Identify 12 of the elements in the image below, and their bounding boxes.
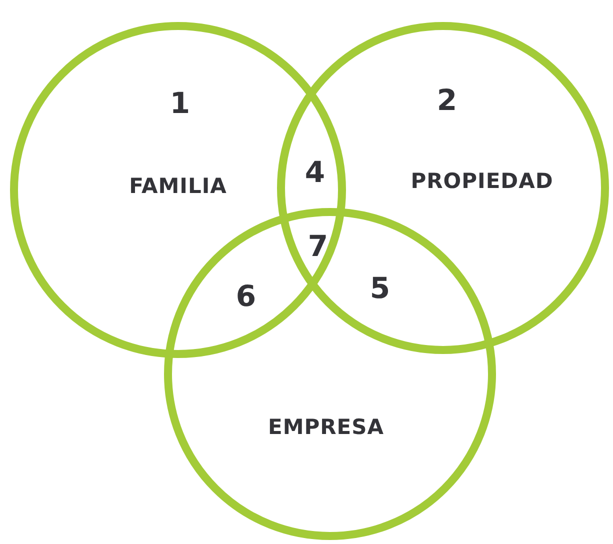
venn-circle <box>10 22 346 358</box>
region-number: 5 <box>370 271 390 305</box>
circle-label: EMPRESA <box>268 415 384 439</box>
venn-circle <box>164 208 496 540</box>
circle-label: FAMILIA <box>129 174 227 198</box>
region-number: 7 <box>308 229 328 263</box>
region-number: 1 <box>170 86 190 120</box>
circle-label: PROPIEDAD <box>410 169 554 193</box>
region-number: 2 <box>436 83 458 117</box>
venn-circle <box>277 22 609 354</box>
region-number: 6 <box>236 279 256 313</box>
region-number: 4 <box>304 155 326 189</box>
